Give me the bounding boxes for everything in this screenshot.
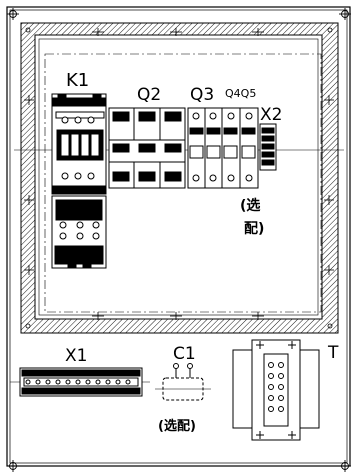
plate-hole [170,28,182,36]
transformer-t [232,339,320,441]
plate-hole [24,195,34,205]
note-optional-inline: (选配) [158,418,196,434]
plate-hole [24,265,34,275]
label-c1: C1 [173,344,196,364]
mounting-holes [7,8,351,472]
plate-hole [24,95,34,105]
plate-hole [252,312,264,320]
plate-hole [92,28,104,36]
label-q4q5: Q4Q5 [225,87,256,100]
cabinet-outline [6,6,351,467]
plate-hole [92,312,104,320]
plate-holes [24,27,334,329]
mounting-hole-bottom-left [7,460,19,472]
plate-hole [25,323,31,329]
plate-hole [170,312,182,320]
plate-hole [252,28,264,36]
terminal-strip-x1 [10,367,150,397]
label-k1: K1 [66,70,89,91]
mounting-hole-top-left [7,8,19,20]
label-q2: Q2 [137,85,161,105]
contactor-k1 [51,93,107,269]
terminal-block-x2 [259,123,277,171]
plate-hole [327,27,333,33]
plate-hole [324,195,334,205]
plate-hole [25,27,31,33]
plate-hole [324,265,334,275]
mounting-hole-top-right [339,8,351,20]
note-optional-line1: (选 [240,197,260,214]
plate-hole [327,323,333,329]
capacitor-c1 [155,363,211,401]
label-x2: X2 [260,105,282,125]
note-optional-line2: 配) [244,221,264,237]
breaker-q3-q4-q5 [187,107,259,189]
label-x1: X1 [65,346,87,366]
label-t: T [327,343,339,363]
mounting-hole-bottom-right [339,460,351,472]
breaker-q2 [108,107,186,189]
plate-hole [324,95,334,105]
label-q3: Q3 [190,85,214,105]
